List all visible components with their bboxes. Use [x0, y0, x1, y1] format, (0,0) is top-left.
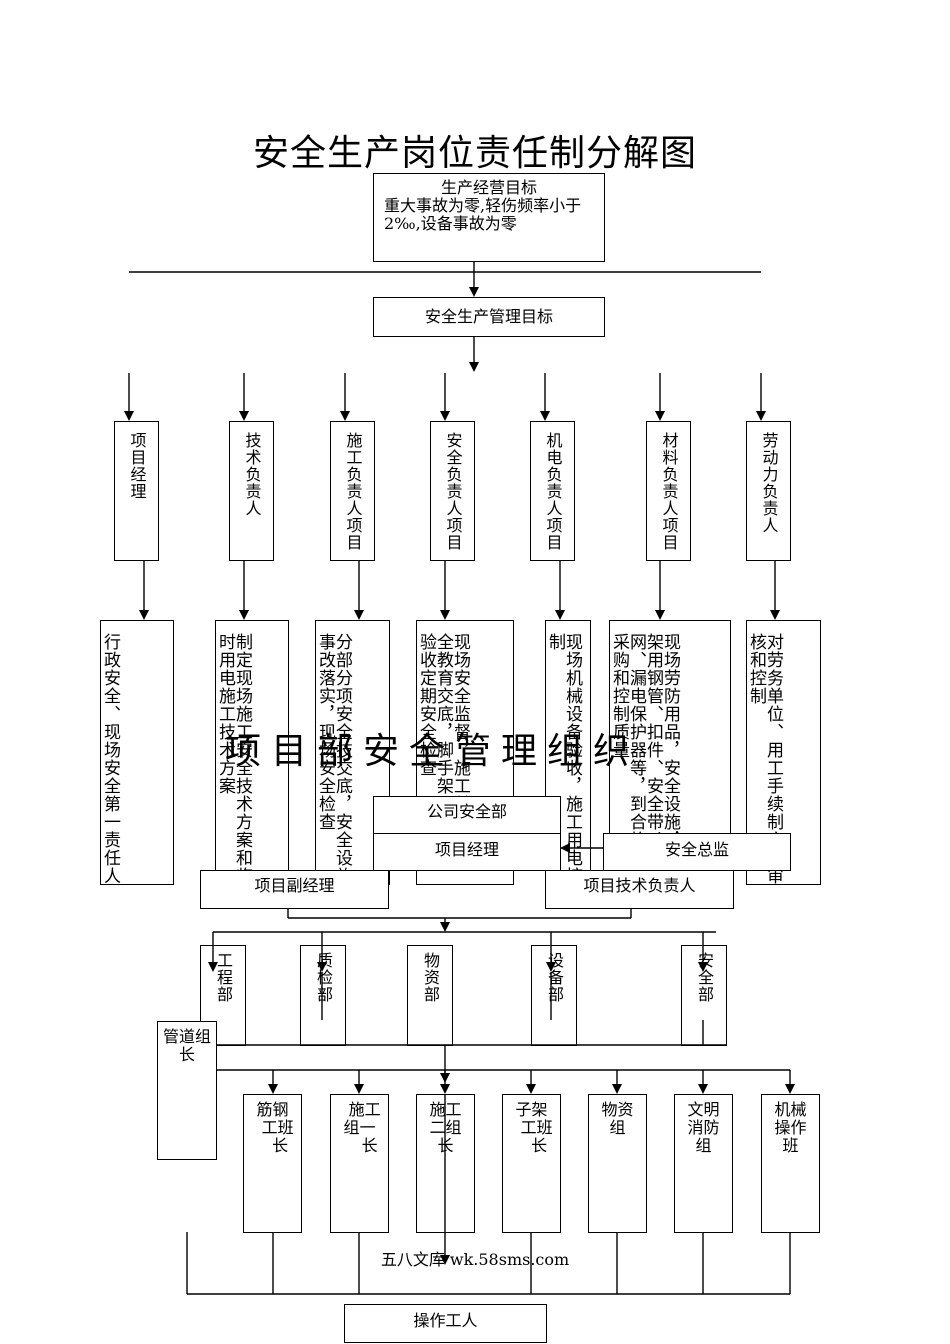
arrow-head: [655, 610, 665, 620]
role-label: 机电负责人项目: [543, 432, 563, 551]
duty-box: 现场劳防用品，安全设施， 架用钢管、扣件、安全带、 网、漏电保护器等，到合格 采…: [609, 620, 731, 885]
role-label: 技术负责人: [242, 432, 262, 517]
arrow-head: [560, 843, 570, 853]
duty-box: 分部分项安全技交底，安全设施 事改落实，现场安全检查: [315, 620, 390, 885]
duty-text: 现场机械设备验收，施工用电控 制: [545, 633, 582, 885]
operators-box: 操作工人: [344, 1304, 547, 1343]
role-label: 施工负责人项目: [343, 432, 363, 551]
duty-box: 现场安全监督，施工单位 全教育交底，脚手架、 验收定期安全检查: [416, 620, 514, 885]
department-label: 安全部: [695, 952, 714, 1003]
arrow-head: [208, 962, 218, 972]
arrow-head: [440, 922, 450, 932]
production-goal-heading: 生产经营目标: [440, 178, 537, 197]
arrow-head: [340, 411, 350, 421]
role-box: 项目经理: [114, 421, 159, 561]
arrow-head: [756, 411, 766, 421]
duty-text: 现场安全监督，施工单位 全教育交底，脚手架、 验收定期安全检查: [416, 633, 470, 831]
production-goal-box: 生产经营目标 重大事故为零,轻伤频率小于 2‰,设备事故为零: [373, 173, 605, 262]
deputy-manager-box: 项目副经理: [200, 870, 389, 909]
arrow-head: [526, 1084, 536, 1094]
team-box: 子架 工班 长: [502, 1094, 561, 1233]
department-box: 工程部: [200, 945, 246, 1046]
pipeline-leader-box: 管道组长: [157, 1021, 217, 1160]
department-box: 设备部: [531, 945, 577, 1046]
arrow-head: [239, 610, 249, 620]
safety-management-goal-box: 安全生产管理目标: [373, 297, 605, 337]
duty-text: 现场劳防用品，安全设施， 架用钢管、扣件、安全带、 网、漏电保护器等，到合格 采…: [609, 633, 680, 849]
team-box: 物资 组: [588, 1094, 647, 1233]
role-box: 材料负责人项目: [646, 421, 691, 561]
safety-director-box: 安全总监: [603, 833, 791, 871]
arrow-head: [317, 962, 327, 972]
duty-text: 分部分项安全技交底，安全设施 事改落实，现场安全检查: [315, 633, 352, 885]
project-manager-box: 项目经理: [373, 833, 561, 871]
team-box: 机械 操作 班: [761, 1094, 820, 1233]
duty-text: 对劳务单位、用工手续制度的审 核和控制: [746, 633, 783, 885]
arrow-head: [440, 1084, 450, 1094]
role-label: 劳动力负责人: [759, 432, 779, 534]
arrow-head: [770, 610, 780, 620]
role-box: 技术负责人: [229, 421, 274, 561]
role-box: 劳动力负责人: [746, 421, 791, 561]
arrow-head: [354, 610, 364, 620]
department-label: 设备部: [545, 952, 564, 1003]
duty-box: 现场机械设备验收，施工用电控 制: [545, 620, 591, 885]
arrow-head: [239, 411, 249, 421]
arrow-head: [440, 1255, 450, 1265]
background-heading: 项目部安全管理组织: [225, 731, 640, 772]
arrow-head: [440, 610, 450, 620]
duty-box: 对劳务单位、用工手续制度的审 核和控制: [746, 620, 821, 885]
team-box: 施工 组一 长: [330, 1094, 389, 1233]
duty-box: 制定现场施工安全技术方案和临 时用电施工技术方案: [215, 620, 289, 885]
arrow-head: [555, 610, 565, 620]
arrow-head: [785, 1084, 795, 1094]
arrow-head: [469, 287, 479, 297]
arrow-head: [124, 411, 134, 421]
arrow-head: [440, 411, 450, 421]
arrow-head: [354, 1084, 364, 1094]
team-box: 文明 消防 组: [674, 1094, 733, 1233]
arrow-head: [469, 362, 479, 372]
arrow-head: [655, 411, 665, 421]
arrow-head: [698, 962, 708, 972]
arrow-head: [612, 1084, 622, 1094]
department-box: 质检部: [300, 945, 346, 1046]
duty-text: 制定现场施工安全技术方案和临 时用电施工技术方案: [215, 633, 252, 885]
arrow-head: [139, 610, 149, 620]
role-box: 机电负责人项目: [530, 421, 575, 561]
role-label: 安全负责人项目: [443, 432, 463, 551]
role-label: 材料负责人项目: [659, 432, 679, 551]
department-label: 物资部: [421, 952, 440, 1003]
role-box: 安全负责人项目: [430, 421, 475, 561]
duty-text: 行政安全、现场安全第一责任人: [100, 633, 120, 885]
arrow-head: [540, 411, 550, 421]
department-box: 物资部: [407, 945, 453, 1046]
watermark: 五八文库 wk.58sms.com: [380, 1250, 570, 1269]
arrow-head: [698, 1084, 708, 1094]
tech-lead-box: 项目技术负责人: [545, 870, 734, 909]
arrow-head: [268, 1084, 278, 1094]
page-title: 安全生产岗位责任制分解图: [252, 133, 697, 174]
arrow-head: [546, 962, 556, 972]
production-goal-line1: 重大事故为零,轻伤频率小于: [384, 196, 582, 215]
duty-box: 行政安全、现场安全第一责任人: [100, 620, 174, 885]
department-box: 安全部: [681, 945, 727, 1046]
production-goal-line2: 2‰,设备事故为零: [384, 214, 517, 233]
department-label: 质检部: [314, 952, 333, 1003]
team-box: 筋钢 工班 长: [243, 1094, 302, 1233]
role-label: 项目经理: [127, 432, 147, 500]
role-box: 施工负责人项目: [330, 421, 375, 561]
company-safety-dept-box: 公司安全部: [373, 796, 561, 834]
department-label: 工程部: [214, 952, 233, 1003]
team-box: 施工 二组 长: [416, 1094, 475, 1233]
